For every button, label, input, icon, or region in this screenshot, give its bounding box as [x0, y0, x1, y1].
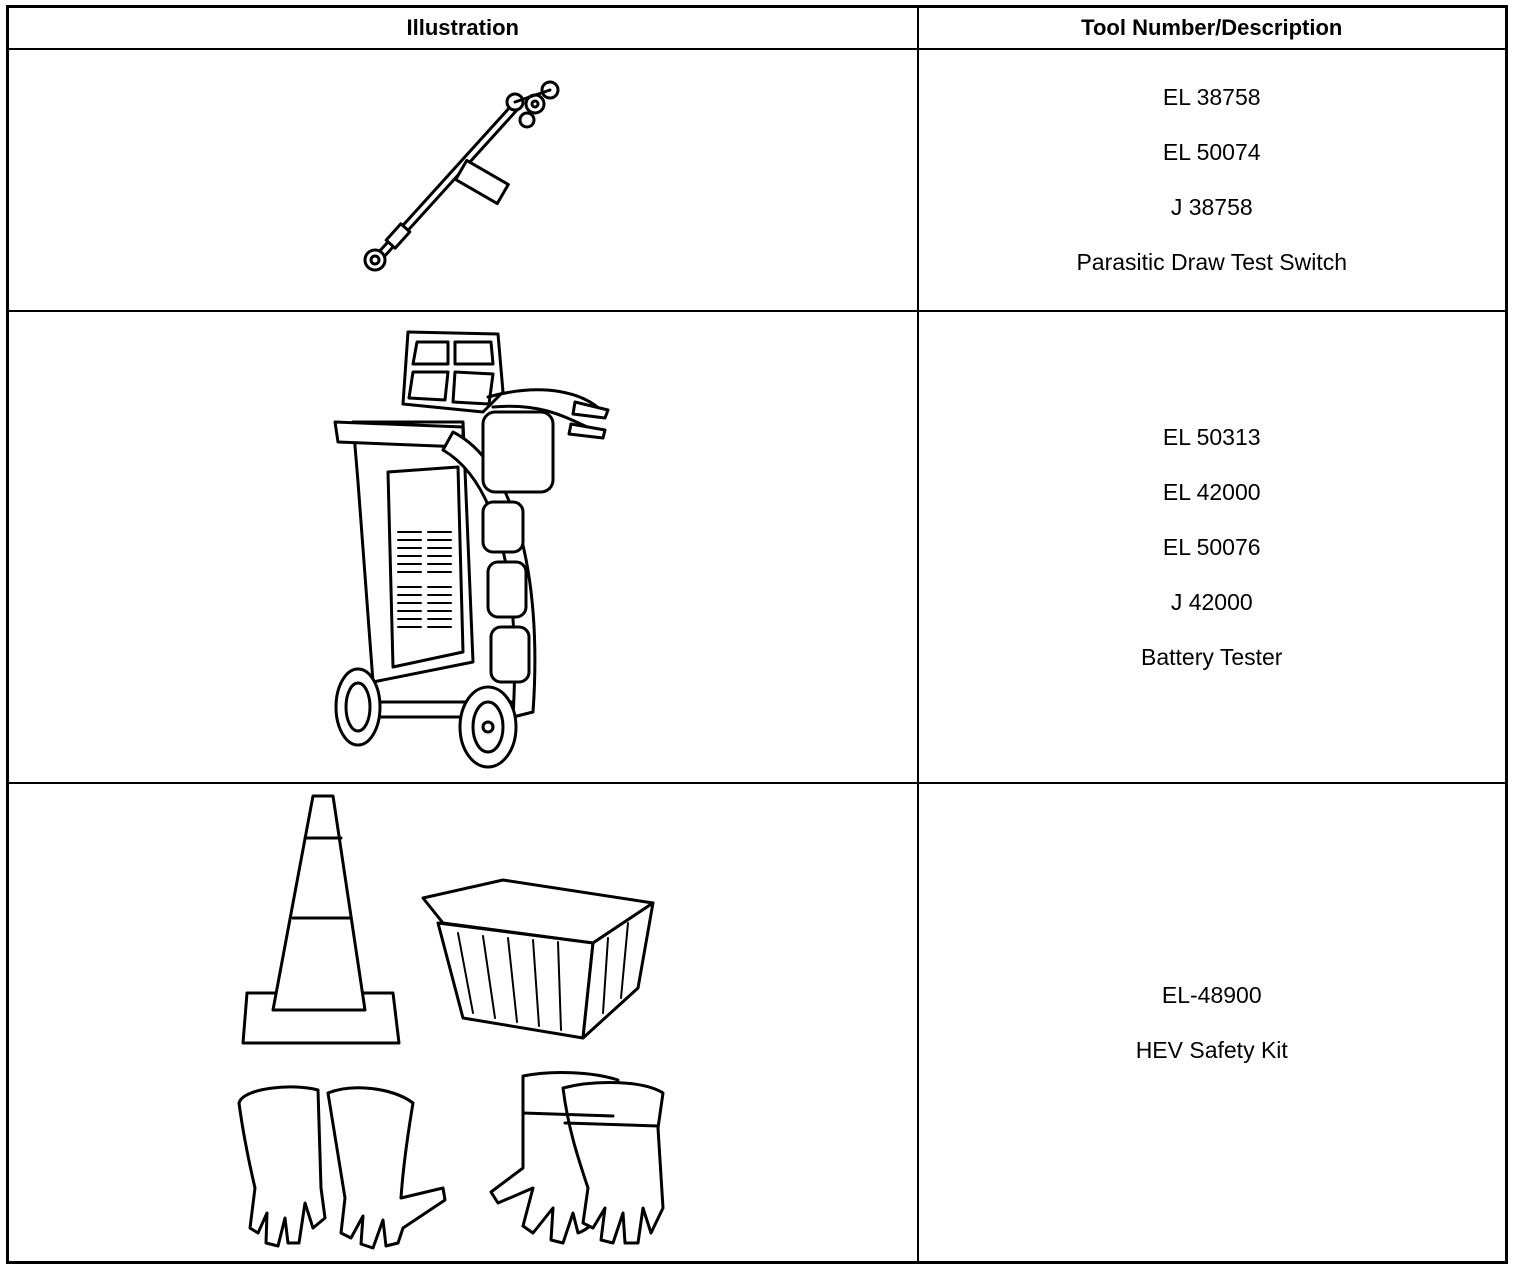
description-cell: EL-48900 HEV Safety Kit — [916, 782, 1508, 1264]
tool-number: J 38758 — [1170, 194, 1253, 220]
tool-number: EL 50074 — [1162, 139, 1261, 165]
illustration-cell — [6, 310, 919, 784]
header-tool-number: Tool Number/Description — [916, 5, 1508, 50]
table-row: EL 38758 EL 50074 J 38758 Parasitic Draw… — [6, 48, 1508, 312]
tool-number: J 42000 — [1170, 588, 1253, 615]
tool-table: Illustration Tool Number/Description — [6, 5, 1508, 1264]
rubber-gloves-icon — [237, 1084, 447, 1249]
leather-gloves-icon — [489, 1070, 665, 1244]
tool-description: Parasitic Draw Test Switch — [1076, 249, 1348, 275]
tool-number: EL-48900 — [1161, 981, 1262, 1008]
battery-tester-cart-icon — [333, 330, 610, 769]
tool-number: EL 50076 — [1162, 533, 1261, 560]
illustration-cell — [6, 48, 919, 312]
tool-number: EL 50313 — [1162, 423, 1261, 450]
tool-description: Battery Tester — [1141, 643, 1283, 670]
description-cell: EL 50313 EL 42000 EL 50076 J 42000 Batte… — [916, 310, 1508, 784]
illustration-cell — [6, 782, 919, 1264]
tool-number: EL 38758 — [1162, 84, 1261, 110]
tool-description: HEV Safety Kit — [1135, 1036, 1288, 1063]
header-row: Illustration Tool Number/Description — [6, 5, 1508, 50]
storage-tote-icon — [421, 878, 655, 1039]
traffic-cone-icon — [241, 794, 401, 1044]
header-illustration: Illustration — [6, 5, 919, 50]
tool-number: EL 42000 — [1162, 478, 1261, 505]
table-row: EL 50313 EL 42000 EL 50076 J 42000 Batte… — [6, 310, 1508, 784]
table-row: EL-48900 HEV Safety Kit — [6, 782, 1508, 1264]
description-cell: EL 38758 EL 50074 J 38758 Parasitic Draw… — [916, 48, 1508, 312]
hev-safety-kit-icon — [237, 794, 665, 1249]
parasitic-draw-test-switch-icon — [363, 80, 560, 272]
